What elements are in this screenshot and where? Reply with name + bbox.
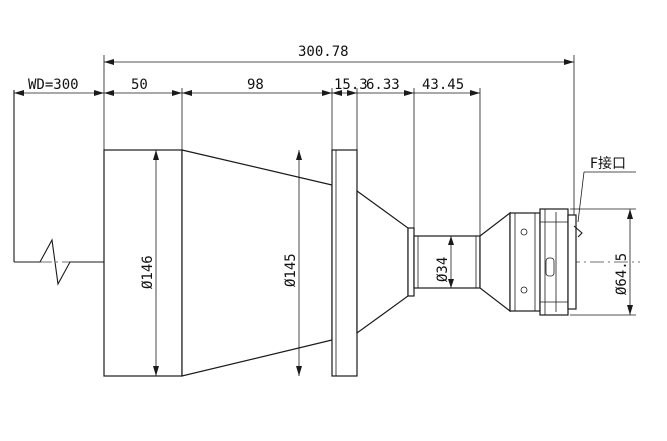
- neck: [407, 227, 415, 297]
- total-length-label: 300.78: [298, 44, 349, 60]
- neck-tube: [413, 235, 481, 289]
- working-distance-break: [13, 90, 104, 286]
- segment-dimensions: WD=300 50 98 15.3 6.33 43.45: [14, 77, 481, 236]
- overall-length-dimension: 300.78: [103, 44, 575, 215]
- rear-flare: [479, 211, 511, 313]
- seg-taper-label: 6.33: [366, 77, 400, 93]
- dia-neck-dimension: Ø34: [435, 236, 454, 288]
- cone-section: [181, 149, 333, 377]
- f-mount-callout: F接口: [577, 155, 636, 223]
- seg-rear-label: 43.45: [422, 77, 464, 93]
- seg-cone-label: 98: [247, 77, 264, 93]
- dia-flange-dimension: Ø145: [283, 150, 302, 376]
- seg-flange-label: 15.3: [334, 77, 368, 93]
- seg-front-label: 50: [131, 77, 148, 93]
- dia-flange-label: Ø145: [283, 253, 299, 287]
- dia-front-dimension: Ø146: [140, 150, 159, 376]
- taper-section: [356, 189, 409, 335]
- dia-front-label: Ø146: [140, 255, 156, 289]
- f-mount-body: [509, 208, 583, 316]
- dia-neck-label: Ø34: [435, 257, 451, 282]
- dia-mount-dimension: Ø64.5: [570, 208, 636, 316]
- f-mount-label: F接口: [590, 155, 626, 172]
- dia-mount-label: Ø64.5: [614, 253, 630, 295]
- wd-label: WD=300: [28, 77, 79, 93]
